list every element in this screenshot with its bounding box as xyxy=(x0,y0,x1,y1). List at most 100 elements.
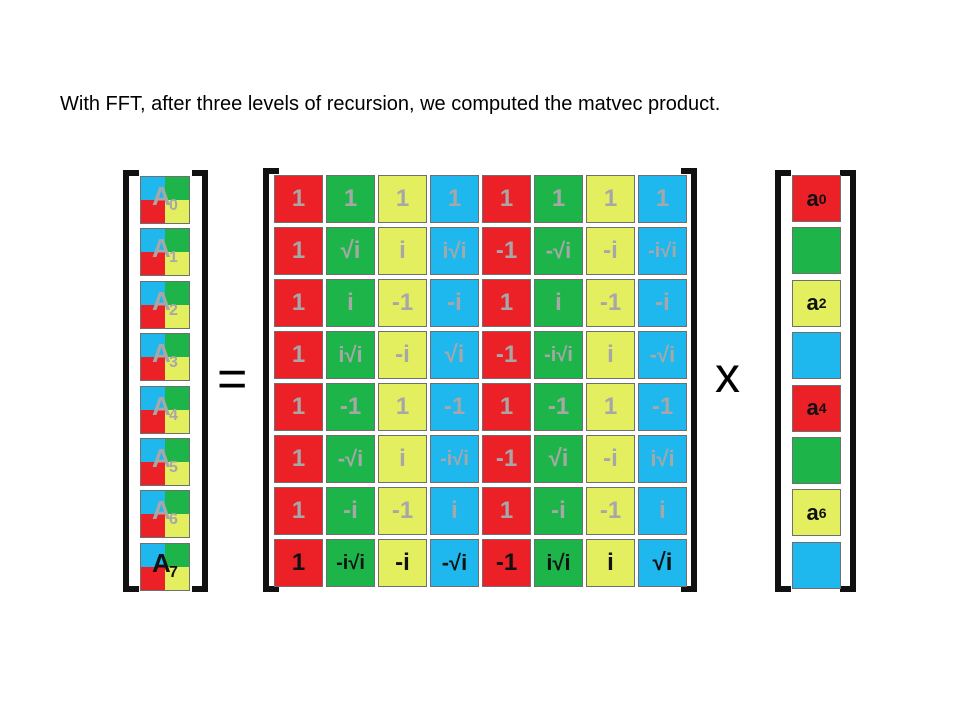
matrix-cell-value: -1 xyxy=(599,289,622,316)
output-vector-cell-quadrant xyxy=(141,462,165,485)
output-vector-cell-quadrant xyxy=(165,334,189,358)
matrix-left-bracket xyxy=(263,168,279,592)
matrix-cell-value: -i xyxy=(395,341,410,368)
matrix-cell-value: -1 xyxy=(495,549,518,576)
matrix-cell: 1 xyxy=(482,383,531,431)
input-vector-cell xyxy=(792,332,841,380)
matrix-cell-value: i xyxy=(399,445,406,472)
output-vector-cell-quadrant xyxy=(165,409,189,433)
output-vector-cell-quadrant xyxy=(165,491,189,515)
matrix-cell: -1 xyxy=(378,487,427,535)
matrix-cell: 1 xyxy=(638,175,687,223)
output-vector-cell-quadrant xyxy=(141,439,165,462)
output-vector-letter: A xyxy=(152,338,171,369)
matrix-cell-value: -√i xyxy=(337,446,364,471)
matrix-cell: i xyxy=(430,487,479,535)
matrix-cell-value: 1 xyxy=(291,341,306,368)
matrix-cell: -i√i xyxy=(326,539,375,587)
matrix-cell: i√i xyxy=(638,435,687,483)
matrix-cell-value: -i√i xyxy=(544,343,573,366)
matrix-cell-value: -1 xyxy=(547,393,570,420)
input-vector-cell xyxy=(792,227,841,275)
output-vector-left-bracket xyxy=(123,170,139,592)
input-vector-index: 6 xyxy=(818,504,827,521)
input-vector-letter: a xyxy=(806,395,819,421)
output-vector-letter: A xyxy=(152,181,171,211)
output-vector-cell-quadrant xyxy=(141,252,165,276)
matrix-cell-value: i xyxy=(347,289,354,316)
matrix-cell: i xyxy=(534,279,583,327)
matrix-cell: -1 xyxy=(482,331,531,379)
matrix-cell: -i√i xyxy=(534,331,583,379)
output-vector-cell-quadrant xyxy=(165,543,189,567)
matrix-cell: i√i xyxy=(430,227,479,275)
output-vector-cell-quadrant xyxy=(141,566,165,590)
matrix-cell: -1 xyxy=(482,227,531,275)
matrix-cell: -√i xyxy=(430,539,479,587)
matrix-cell-value: -i xyxy=(551,497,566,524)
matrix-cell-value: 1 xyxy=(655,185,670,212)
matrix-cell: -i xyxy=(534,487,583,535)
output-vector-letter: A xyxy=(152,547,171,578)
output-vector-cell-quadrant xyxy=(165,252,189,276)
matrix-cell: -i√i xyxy=(638,227,687,275)
output-vector-index: 5 xyxy=(169,459,178,476)
matrix-cell-value: √i xyxy=(340,237,361,264)
matrix-cell: √i xyxy=(534,435,583,483)
matrix-cell-value: -i xyxy=(603,237,618,264)
output-vector-cell-quadrant xyxy=(165,439,189,462)
times-sign: x xyxy=(715,347,740,403)
output-vector-cell-quadrant xyxy=(165,514,189,538)
matrix-cell-value: -1 xyxy=(391,289,414,316)
matrix-cell: -√i xyxy=(638,331,687,379)
input-vector-cell xyxy=(792,437,841,484)
input-vector-index: 2 xyxy=(818,295,827,312)
input-vector-letter: a xyxy=(806,499,819,525)
matrix-cell-value: i xyxy=(555,289,562,316)
matrix-cell: 1 xyxy=(274,175,323,223)
matrix-cell: -i xyxy=(326,487,375,535)
input-vector-right-bracket xyxy=(840,170,856,592)
output-vector-cell-quadrant xyxy=(141,514,165,538)
matrix-cell: -1 xyxy=(378,279,427,327)
output-vector-index: 3 xyxy=(169,354,178,372)
input-vector-left-bracket xyxy=(775,170,791,592)
matrix-cell: 1 xyxy=(482,175,531,223)
matrix-cell: 1 xyxy=(274,539,323,587)
matrix-cell-value: 1 xyxy=(291,445,306,472)
matrix-cell-value: -1 xyxy=(495,237,518,264)
output-vector-index: 0 xyxy=(169,197,178,214)
matrix-cell-value: -√i xyxy=(545,238,572,263)
matrix-cell: -i xyxy=(638,279,687,327)
matrix-cell: 1 xyxy=(378,175,427,223)
matrix-cell: -i xyxy=(378,331,427,379)
matrix-cell: 1 xyxy=(274,227,323,275)
matrix-cell: i xyxy=(326,279,375,327)
matrix-cell-value: 1 xyxy=(343,185,358,212)
matrix-cell: i xyxy=(378,227,427,275)
output-vector-cell-quadrant xyxy=(141,543,165,567)
matrix-cell-value: √i xyxy=(548,445,569,472)
matrix-cell-value: i√i xyxy=(650,446,675,471)
matrix-cell-value: -i xyxy=(603,445,618,472)
output-vector-cell-quadrant xyxy=(141,409,165,433)
matrix-cell-value: √i xyxy=(444,341,465,368)
matrix-cell: -√i xyxy=(534,227,583,275)
matrix-cell: √i xyxy=(326,227,375,275)
matrix-cell-value: √i xyxy=(652,549,673,576)
output-vector-cell-quadrant xyxy=(165,281,189,305)
matrix-cell: i xyxy=(586,331,635,379)
matrix-cell-value: 1 xyxy=(291,549,306,576)
matrix-cell: i xyxy=(378,435,427,483)
matrix-cell: -1 xyxy=(534,383,583,431)
